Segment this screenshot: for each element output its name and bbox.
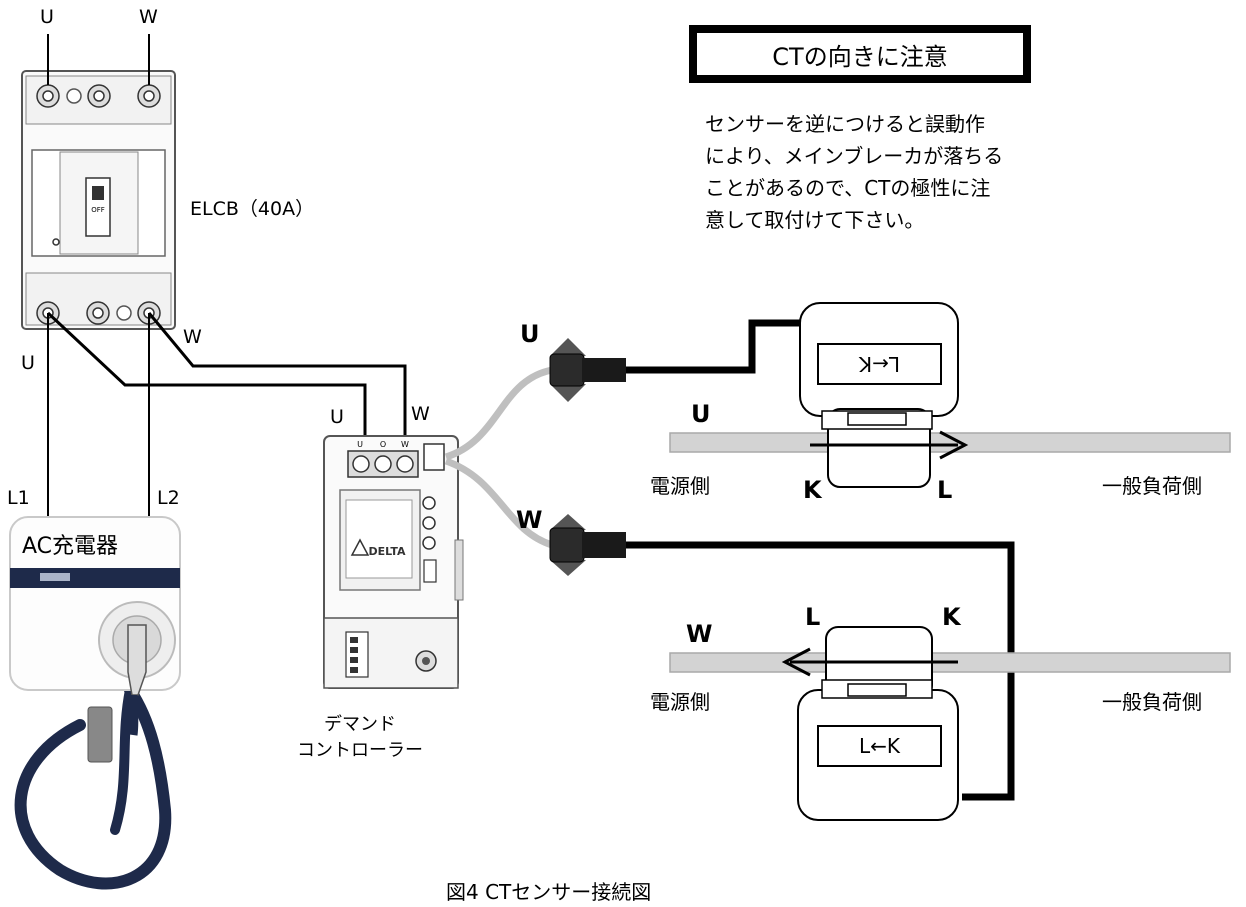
ct-w-l-label: L xyxy=(805,603,821,631)
load-side-label-u: 一般負荷側 xyxy=(1102,474,1202,498)
notice-title-box: CTの向きに注意 xyxy=(689,25,1031,83)
ct-w-polarity-window: L←K xyxy=(817,725,942,767)
ct-u-l-label: L xyxy=(937,476,953,504)
l1-label: L1 xyxy=(7,487,30,509)
terminal-screw-icon xyxy=(396,455,414,473)
notice-line: 意して取付けて下さい。 xyxy=(705,208,925,232)
terminal-screw-icon xyxy=(374,455,392,473)
elcb-label: ELCB（40A） xyxy=(190,198,315,220)
notice-line: ことがあるので、CTの極性に注 xyxy=(705,176,991,200)
bar-u-label: U xyxy=(691,400,711,428)
ct-gray-cables xyxy=(444,366,554,549)
controller-wiring xyxy=(46,311,407,440)
ct-u-polarity-label: L←K xyxy=(858,352,900,376)
l2-label: L2 xyxy=(157,487,180,509)
controller-brand: DELTA xyxy=(369,545,406,558)
ct-u-k-label: K xyxy=(803,476,822,504)
bar-w-label: W xyxy=(686,620,713,648)
controller-u-label: U xyxy=(330,406,344,428)
breaker-off-text: OFF xyxy=(91,206,105,214)
ct-w-k-label: K xyxy=(942,603,961,631)
svg-text:W: W xyxy=(401,440,409,449)
controller-name: デマンド コントローラー xyxy=(280,712,440,764)
delta-logo-icon xyxy=(350,538,370,556)
ac-charger xyxy=(9,516,181,890)
left-u-label: U xyxy=(21,352,35,374)
demand-controller: U O W DELTA xyxy=(323,435,464,689)
connector-w xyxy=(549,514,626,576)
power-side-label-w: 電源側 xyxy=(650,690,710,714)
controller-name-line: デマンド xyxy=(324,714,396,735)
terminal-screw-icon xyxy=(352,455,370,473)
notice-line: センサーを逆につけると誤動作 xyxy=(705,112,985,136)
notice-text: センサーを逆につけると誤動作 により、メインブレーカが落ちる ことがあるので、C… xyxy=(705,108,1065,236)
wiring xyxy=(47,34,150,520)
arrow-right-icon xyxy=(939,430,969,460)
connector-u-label: U xyxy=(520,320,540,348)
breaker-top-u-label: U xyxy=(40,6,54,28)
notice-title: CTの向きに注意 xyxy=(772,42,948,71)
breaker-top-w-label: W xyxy=(139,6,158,28)
load-side-label-w: 一般負荷側 xyxy=(1102,690,1202,714)
svg-text:U: U xyxy=(357,440,363,449)
elcb-breaker: OFF xyxy=(21,70,176,330)
connector-w-label: W xyxy=(516,506,543,534)
ct-w-polarity-label: L←K xyxy=(858,734,900,758)
controller-w-label: W xyxy=(411,403,430,425)
controller-name-line: コントローラー xyxy=(297,740,423,761)
ct-u-polarity-window: L←K xyxy=(817,343,942,385)
connector-u xyxy=(549,338,626,402)
svg-text:O: O xyxy=(380,440,386,449)
charger-title: AC充電器 xyxy=(22,534,119,559)
figure-caption: 図4 CTセンサー接続図 xyxy=(446,880,652,904)
power-side-label-u: 電源側 xyxy=(650,474,710,498)
w-out-label: W xyxy=(183,326,202,348)
notice-line: により、メインブレーカが落ちる xyxy=(705,144,1004,168)
ct-sensor-u xyxy=(799,302,959,488)
arrow-left-icon xyxy=(781,647,811,677)
